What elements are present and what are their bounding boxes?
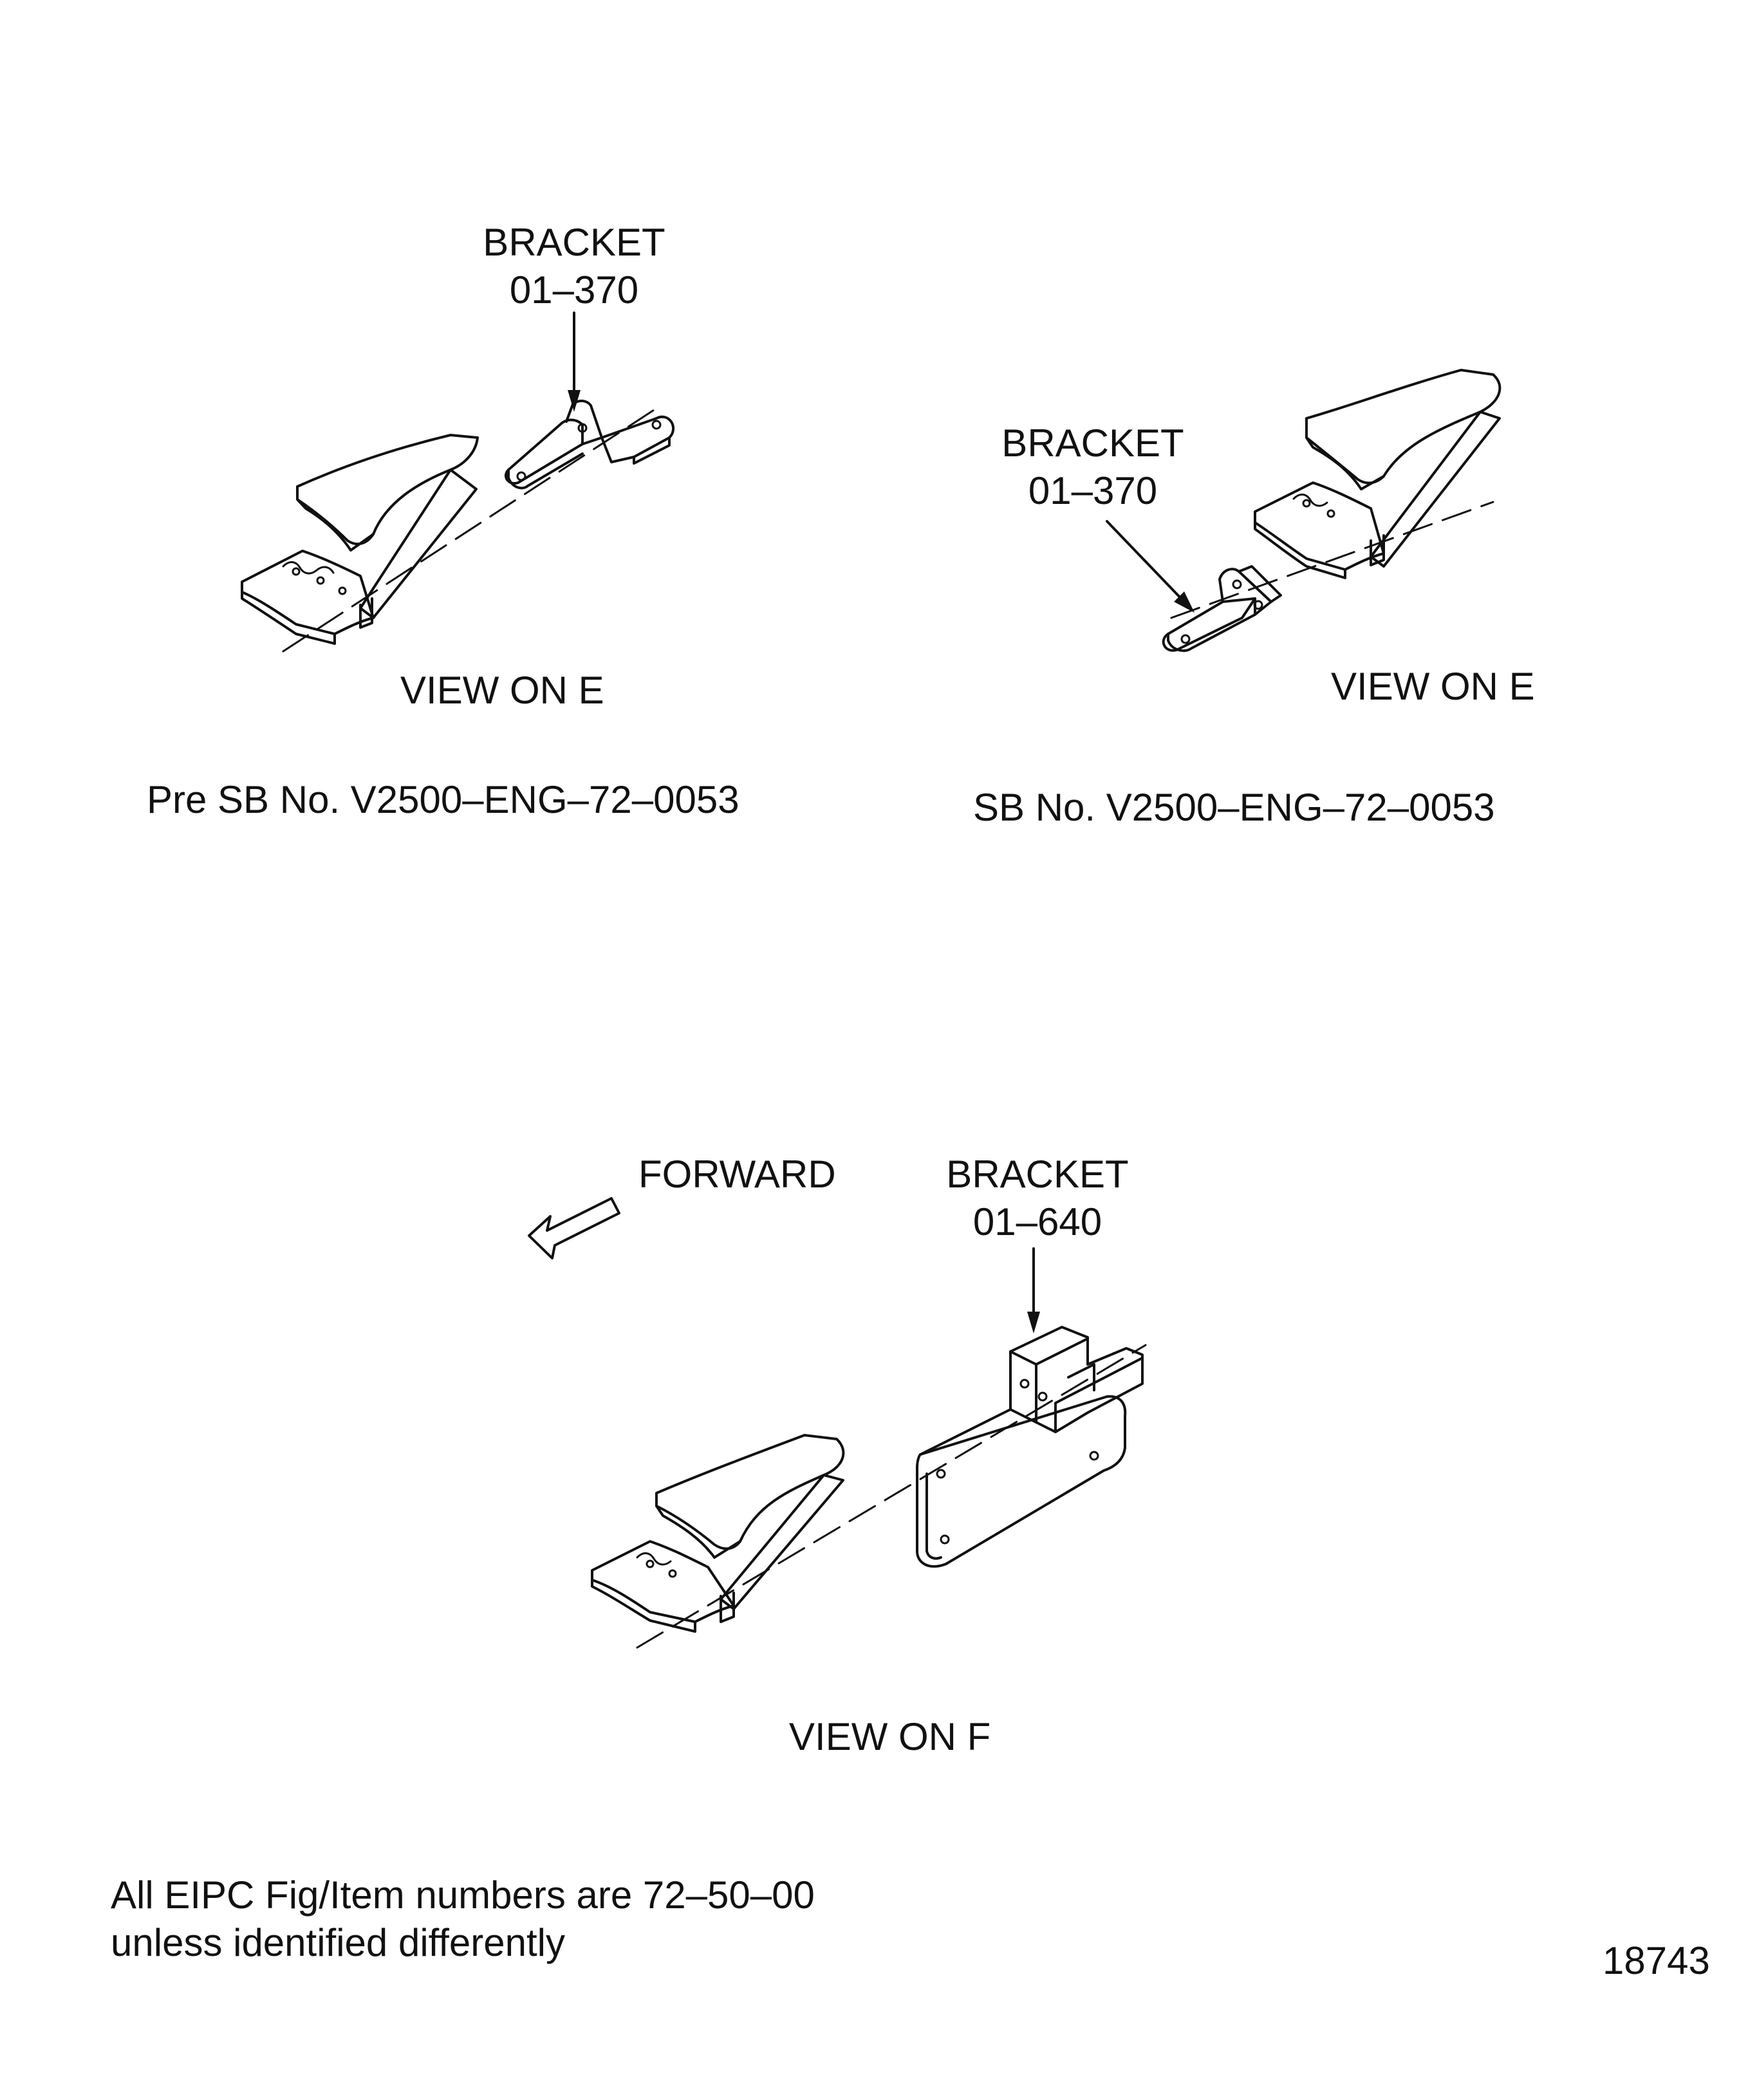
view-1-drawing bbox=[241, 311, 674, 653]
view-3-bracket-plate bbox=[916, 1395, 1127, 1568]
view-2-drawing bbox=[1106, 369, 1501, 653]
note-line-1: All EIPC Fig/Item numbers are 72–50–00 bbox=[111, 1873, 815, 1917]
view-2-bracket bbox=[1162, 597, 1256, 652]
view-3-mount-base bbox=[591, 1540, 735, 1623]
view-3-callout-name: BRACKET bbox=[946, 1153, 1129, 1196]
view-1-mount-upper-flange bbox=[296, 434, 479, 546]
view-2-leader-arrowhead bbox=[1174, 591, 1195, 613]
view-1-bracket bbox=[505, 418, 584, 485]
view-3-mount-upper-flange bbox=[655, 1434, 845, 1550]
view-2-mount-base bbox=[1254, 481, 1385, 571]
view-2-leader-line bbox=[1106, 520, 1185, 603]
view-1-callout-number: 01–370 bbox=[509, 268, 639, 311]
view-2-caption: SB No. V2500–ENG–72–0053 bbox=[973, 786, 1495, 829]
view-1-leader-arrowhead bbox=[568, 390, 581, 412]
view-1-mount-base bbox=[241, 550, 375, 635]
view-2-callout-name: BRACKET bbox=[1001, 422, 1184, 465]
view-3-bracket-channel bbox=[1009, 1326, 1144, 1433]
view-2-mount-upper-flange bbox=[1305, 369, 1501, 485]
view-3-title: VIEW ON F bbox=[789, 1715, 991, 1758]
view-3-drawing bbox=[528, 1197, 1147, 1649]
view-2-title: VIEW ON E bbox=[1331, 665, 1535, 708]
note-line-2: unless identified differently bbox=[111, 1921, 565, 1964]
view-1-title: VIEW ON E bbox=[400, 669, 604, 712]
view-3-leader-arrowhead bbox=[1027, 1312, 1040, 1333]
figure-number: 18743 bbox=[1603, 1939, 1710, 1982]
view-2-callout-number: 01–370 bbox=[1028, 469, 1158, 512]
view-1-callout-name: BRACKET bbox=[483, 221, 665, 264]
forward-arrow-icon bbox=[528, 1197, 620, 1259]
view-3-callout-number: 01–640 bbox=[972, 1200, 1102, 1243]
view-1-caption: Pre SB No. V2500–ENG–72–0053 bbox=[147, 778, 739, 821]
forward-direction-label: FORWARD bbox=[638, 1153, 836, 1196]
